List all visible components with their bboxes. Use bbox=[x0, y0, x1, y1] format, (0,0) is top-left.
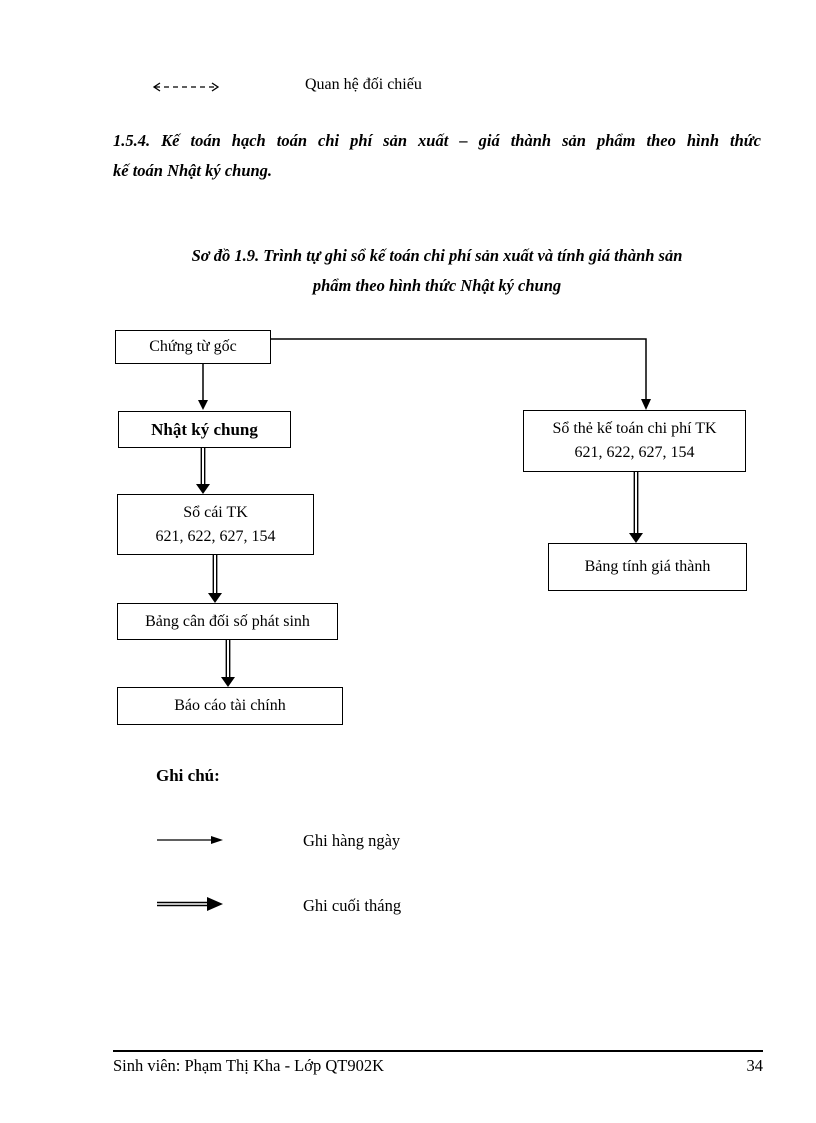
diagram-title-line2: phẩm theo hình thức Nhật ký chung bbox=[312, 276, 562, 295]
flowchart-box-nhat-ky-chung: Nhật ký chung bbox=[118, 411, 291, 448]
flowchart-box-bang-tinh-gia-thanh: Bảng tính giá thành bbox=[548, 543, 747, 591]
legend-title: Ghi chú: bbox=[156, 766, 220, 785]
footer-author: Sinh viên: Phạm Thị Kha - Lớp QT902K bbox=[113, 1056, 385, 1075]
connector-sothe-to-bangtinh bbox=[629, 472, 643, 543]
connector-chungtu-to-sothe bbox=[271, 338, 651, 410]
connector-nhatky-to-socai bbox=[196, 448, 210, 494]
flowchart-box-so-the-ke-toan-chi-phi: Sổ thẻ kế toán chi phí TK 621, 622, 627,… bbox=[523, 410, 746, 472]
page-footer: Sinh viên: Phạm Thị Kha - Lớp QT902K 34 bbox=[113, 1050, 763, 1076]
legend-label-daily: Ghi hàng ngày bbox=[303, 831, 401, 850]
connector-chungtu-to-nhatky bbox=[198, 364, 208, 410]
diagram-title: Sơ đồ 1.9. Trình tự ghi sổ kế toán chi p… bbox=[113, 241, 761, 301]
flowchart-box-bao-cao-tai-chinh: Báo cáo tài chính bbox=[117, 687, 343, 725]
compare-relationship-label: Quan hệ đối chiếu bbox=[305, 76, 422, 93]
connector-socai-to-bangcandoi bbox=[208, 555, 222, 603]
footer-page-number: 34 bbox=[746, 1056, 764, 1075]
section-heading-line2: kế toán Nhật ký chung. bbox=[113, 161, 273, 180]
single-line-arrow-icon bbox=[157, 836, 223, 844]
section-heading-line1: 1.5.4. Kế toán hạch toán chi phí sản xuấ… bbox=[113, 131, 761, 150]
dashed-double-arrow-icon bbox=[152, 82, 220, 92]
flowchart-box-so-cai-tk: Sổ cái TK 621, 622, 627, 154 bbox=[117, 494, 314, 555]
flowchart-box-chung-tu-goc: Chứng từ gốc bbox=[115, 330, 271, 364]
flowchart-box-bang-can-doi-so-phat-sinh: Bảng cân đối số phát sinh bbox=[117, 603, 338, 640]
section-heading: 1.5.4. Kế toán hạch toán chi phí sản xuấ… bbox=[113, 126, 761, 186]
diagram-title-line1: Sơ đồ 1.9. Trình tự ghi sổ kế toán chi p… bbox=[191, 246, 683, 265]
double-line-arrow-icon bbox=[157, 897, 223, 911]
legend-label-monthly: Ghi cuối tháng bbox=[303, 896, 402, 915]
connector-bangcandoi-to-baocao bbox=[221, 640, 235, 687]
